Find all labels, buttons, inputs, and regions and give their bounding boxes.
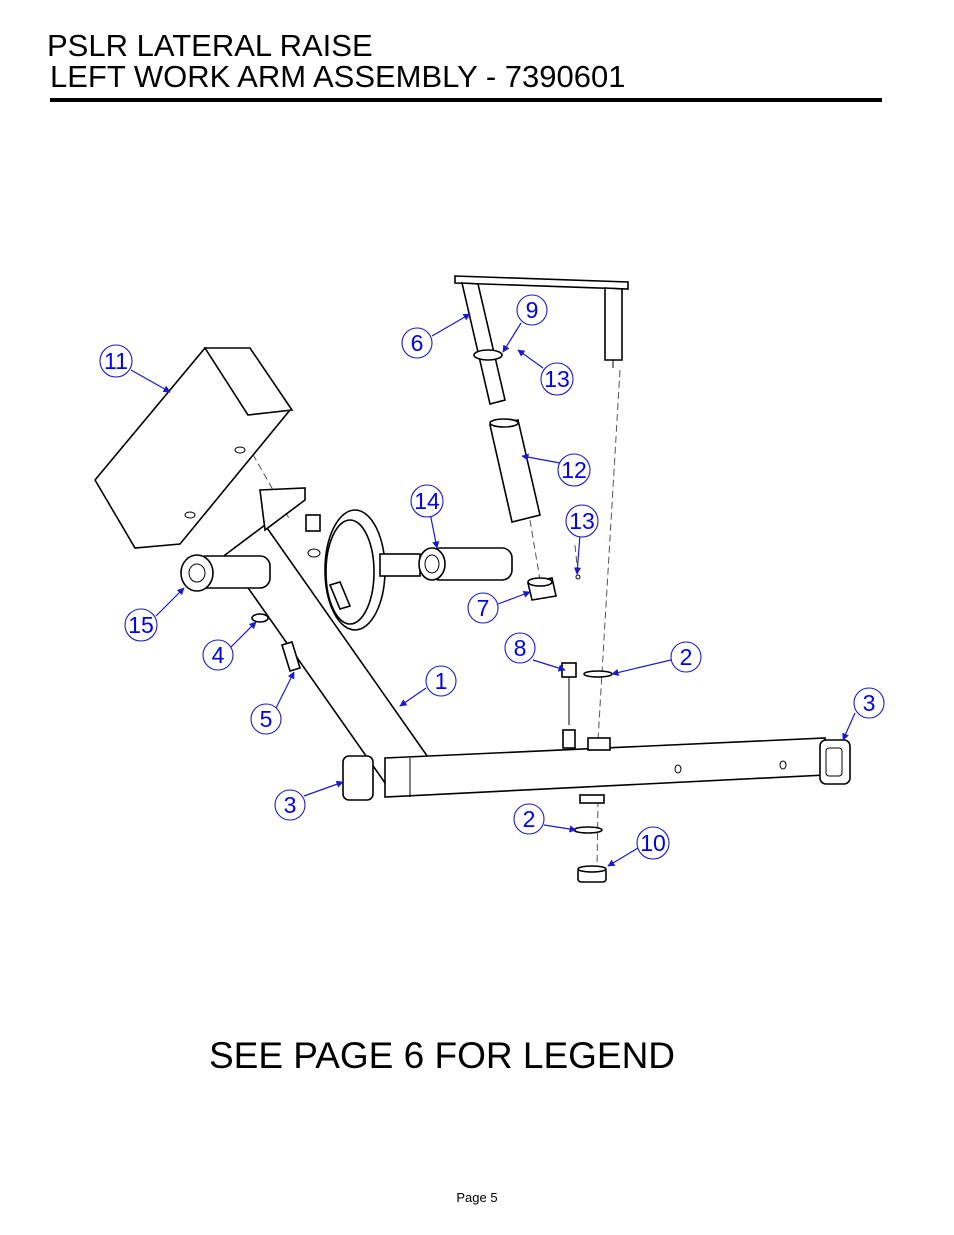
callout-label: 2	[680, 644, 693, 670]
callout-label: 1	[435, 668, 448, 694]
base-tube-part	[384, 729, 826, 804]
legend-note: SEE PAGE 6 FOR LEGEND	[208, 1035, 676, 1076]
callout-balloon: 10	[636, 826, 670, 860]
bushing-part-8	[561, 662, 577, 725]
callout-balloon: 15	[124, 608, 158, 642]
callout-balloon: 3	[853, 687, 885, 719]
callout-balloon: 11	[99, 344, 133, 378]
callout-label: 6	[411, 330, 424, 356]
callout-label: 12	[561, 457, 587, 483]
page-title-line1: PSLR LATERAL RAISE	[47, 28, 373, 63]
callout-balloon: 14	[410, 484, 444, 518]
callout-label: 3	[284, 792, 297, 818]
callout-label: 9	[526, 297, 539, 323]
callout-balloon: 9	[516, 294, 548, 326]
callout-label: 7	[477, 595, 490, 621]
callout-label: 13	[544, 366, 570, 392]
callout-balloon: 5	[250, 703, 282, 735]
callout-label: 3	[863, 690, 876, 716]
spring-part-14	[418, 547, 513, 581]
callout-balloon: 2	[670, 641, 702, 673]
callout-label: 13	[569, 508, 595, 534]
callout-label: 5	[260, 706, 273, 732]
washer-part-4	[251, 613, 269, 623]
callout-balloon: 12	[557, 453, 591, 487]
washer-part-2-bottom	[573, 826, 603, 834]
callout-balloon: 13	[540, 362, 574, 396]
screws-part-5	[280, 581, 352, 672]
callout-leaders	[130, 313, 856, 867]
callout-balloon: 3	[274, 789, 306, 821]
callout-label: 10	[640, 830, 666, 856]
cap-part-10	[577, 865, 607, 883]
callout-label: 2	[523, 806, 536, 832]
callout-balloon: 1	[425, 665, 457, 697]
callout-label: 15	[128, 612, 154, 638]
callout-balloon: 8	[504, 632, 536, 664]
callout-label: 4	[212, 642, 225, 668]
cap-part	[527, 577, 557, 601]
arm-tube-part	[223, 487, 432, 792]
washer-part-2-top	[583, 670, 613, 678]
pad-part	[94, 346, 294, 549]
callout-balloon: 6	[401, 327, 433, 359]
callout-balloon: 13	[565, 504, 599, 538]
callout-label: 11	[104, 348, 128, 374]
title-underline	[50, 98, 882, 102]
callout-balloon: 7	[467, 592, 499, 624]
callout-label: 8	[514, 635, 527, 661]
callout-balloon: 2	[513, 803, 545, 835]
sleeve-part	[489, 418, 541, 523]
top-bracket-part	[454, 275, 629, 405]
page-title-line2: LEFT WORK ARM ASSEMBLY - 7390601	[50, 59, 626, 94]
spring-part-15	[180, 554, 271, 592]
end-caps-part-3	[342, 739, 851, 801]
callout-label: 14	[414, 488, 440, 514]
page-number: Page 5	[456, 1190, 498, 1205]
callout-balloon: 4	[202, 639, 234, 671]
